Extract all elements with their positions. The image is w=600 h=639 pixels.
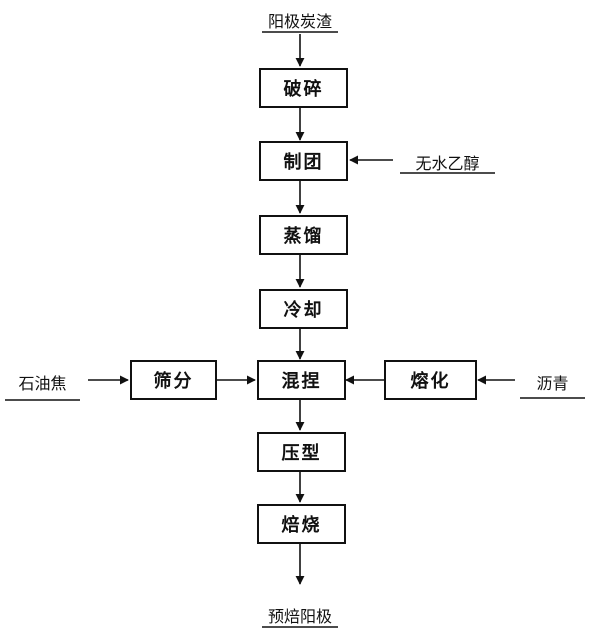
petroleum-coke-label: 石油焦 xyxy=(18,374,67,393)
step-melting-box: 熔化 xyxy=(384,360,477,400)
step-pressing-box: 压型 xyxy=(257,432,346,472)
step-kneading-box: 混捏 xyxy=(257,360,346,400)
top-input-label: 阳极炭渣 xyxy=(267,12,332,31)
step-pelletizing-box: 制团 xyxy=(259,141,348,181)
step-baking-box: 焙烧 xyxy=(257,504,346,544)
ethanol-label: 无水乙醇 xyxy=(415,154,480,173)
step-crushing-box: 破碎 xyxy=(259,68,348,108)
step-cooling-box: 冷却 xyxy=(259,289,348,329)
step-distillation-box: 蒸馏 xyxy=(259,215,348,255)
step-screening-box: 筛分 xyxy=(130,360,217,400)
pitch-label: 沥青 xyxy=(536,374,569,393)
output-label: 预焙阳极 xyxy=(267,607,332,626)
